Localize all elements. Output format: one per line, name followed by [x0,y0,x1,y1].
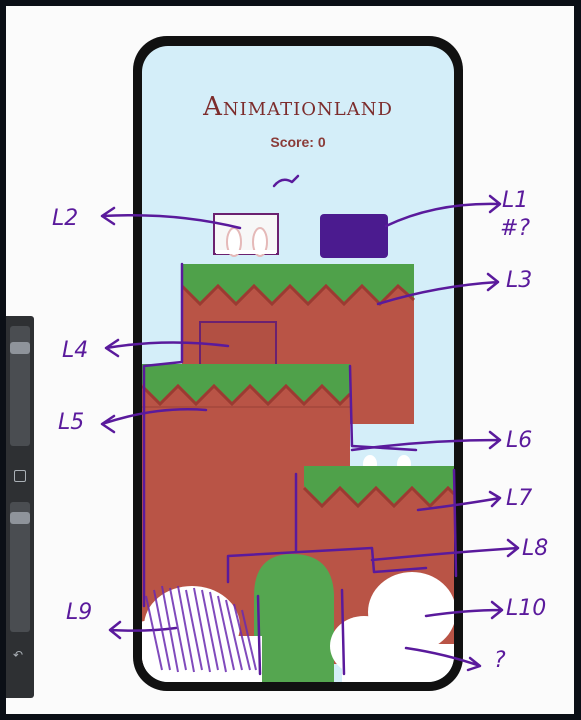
label-l3: L3 [506,268,533,293]
arrow-l1 [384,194,502,228]
arrow-l5 [100,408,208,434]
ink-outline-l7 [294,468,458,578]
label-l1-note: #? [500,216,531,241]
arrow-l8 [226,538,520,584]
arrow-l10 [424,600,504,620]
square-icon[interactable] [14,470,26,482]
label-l6: L6 [506,428,533,453]
label-l7: L7 [506,486,533,511]
cloud-l9 [142,586,262,682]
brush-opacity-slider[interactable] [10,502,30,632]
ink-annotations [100,174,520,676]
label-l8: L8 [522,536,549,561]
label-unknown: ? [494,648,506,673]
label-l10: L10 [506,596,547,621]
game-title: Animationland [203,92,393,122]
game-screen: Animationland Score: 0 [142,46,454,682]
brush-size-slider[interactable] [10,326,30,446]
label-l2: L2 [52,206,79,231]
game-scene [142,213,454,682]
arrow-l4 [104,338,230,358]
arrow-l7 [416,490,502,512]
arrow-l2 [100,206,242,230]
brush-toolbar: ↶ [6,316,34,698]
ink-outline [142,262,418,608]
label-l4: L4 [62,338,89,363]
bush-l8 [254,554,334,682]
arrow-l3 [376,272,500,306]
arrow-unknown [404,646,482,672]
cloud-l10 [330,572,454,682]
brush-size-handle[interactable] [10,342,30,354]
label-l1: L1 [502,188,529,213]
label-l9: L9 [66,600,93,625]
brush-opacity-handle[interactable] [10,512,30,524]
ink-outline-bush [256,588,346,676]
arrow-l9 [108,620,178,640]
label-l5: L5 [58,410,85,435]
ink-squiggle [272,174,300,188]
undo-icon[interactable]: ↶ [13,648,24,662]
block-l1 [320,214,388,258]
drawing-canvas: ↶ [6,6,574,714]
score-label: Score: 0 [270,134,326,150]
bunny-box-l2 [213,213,279,257]
phone-frame: Animationland Score: 0 [133,36,463,691]
scribble-l9 [145,585,257,673]
